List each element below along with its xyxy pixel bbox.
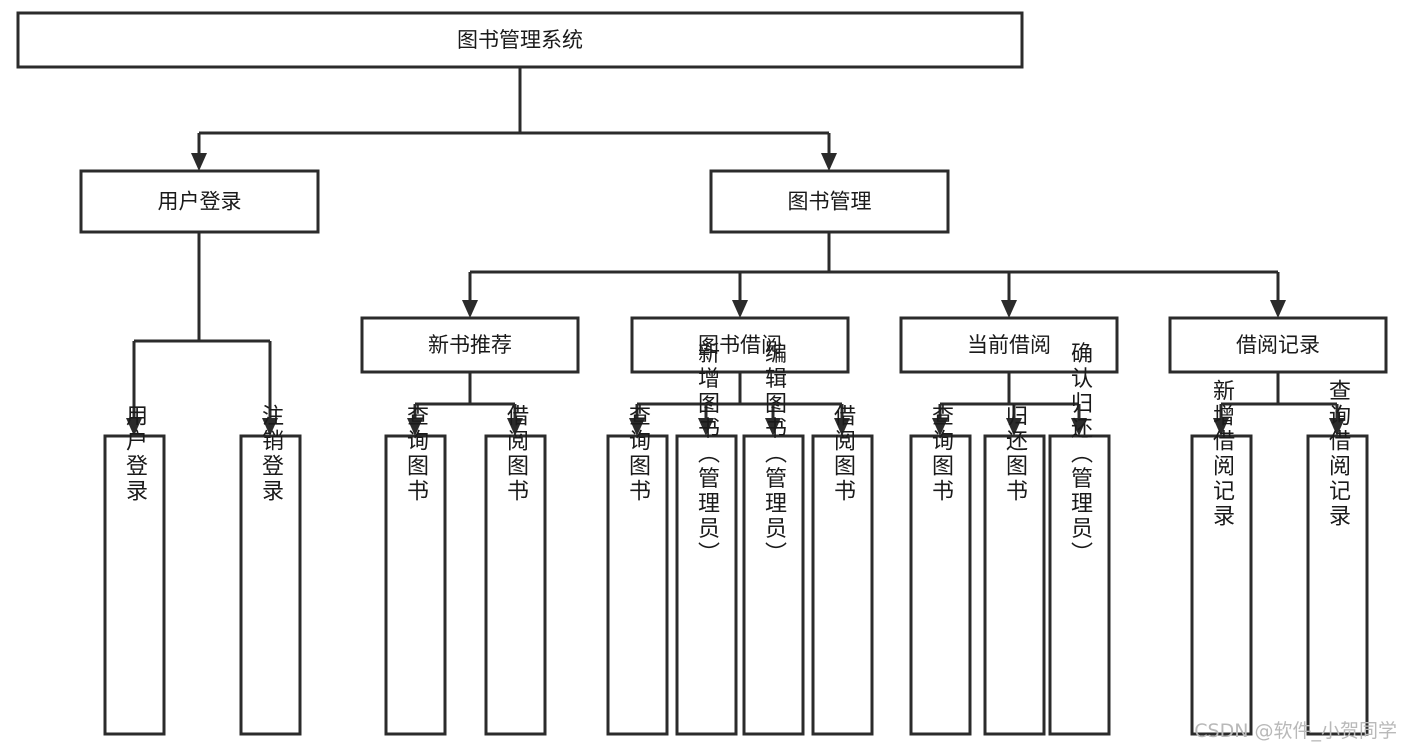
node-box [484,434,547,736]
node-box [675,434,738,736]
node-label: 新增图书（管理员） [694,342,720,567]
node-label: 归还图书 [1002,404,1028,504]
node-leaf-新增借阅记录[interactable]: 新增借阅记录 [1190,379,1253,736]
node-box [709,169,950,234]
node-leaf-借阅图书[interactable]: 借阅图书 [484,404,547,736]
node-box [1048,434,1111,736]
arrow-head-icon [1071,418,1087,436]
node-label: 借阅图书 [503,404,529,504]
arrow-head-icon [191,153,207,171]
arrow-head-icon [732,300,748,318]
arrow-head-icon [262,418,278,436]
node-layer: 图书管理系统用户登录图书管理新书推荐图书借阅当前借阅借阅记录用户登录注销登录查询… [16,11,1388,736]
node-box [899,316,1119,374]
node-level3-新书推荐[interactable]: 新书推荐 [360,316,580,374]
node-box [811,434,874,736]
node-box [742,434,805,736]
node-label: 新书推荐 [428,333,512,357]
node-level3-借阅记录[interactable]: 借阅记录 [1168,316,1388,374]
node-leaf-归还图书[interactable]: 归还图书 [983,404,1046,736]
arrow-head-icon [126,418,142,436]
node-label: 借阅图书 [830,404,856,504]
arrow-head-icon [821,153,837,171]
node-leaf-查询图书[interactable]: 查询图书 [384,404,447,736]
arrow-head-icon [407,418,423,436]
node-label: 用户登录 [158,190,242,214]
node-label: 借阅记录 [1236,333,1320,357]
node-level3-图书借阅[interactable]: 图书借阅 [630,316,850,374]
node-leaf-借阅图书[interactable]: 借阅图书 [811,404,874,736]
node-box [239,434,302,736]
arrow-head-icon [507,418,523,436]
arrow-head-icon [1213,418,1229,436]
node-level2-图书管理[interactable]: 图书管理 [709,169,950,234]
arrow-head-icon [834,418,850,436]
node-leaf-新增图书管理员[interactable]: 新增图书（管理员） [675,342,738,736]
node-leaf-查询图书[interactable]: 查询图书 [909,404,972,736]
node-box [983,434,1046,736]
arrow-head-icon [698,418,714,436]
node-leaf-编辑图书管理员[interactable]: 编辑图书（管理员） [742,342,805,736]
node-box [360,316,580,374]
node-label: 查询图书 [403,404,429,504]
node-level3-当前借阅[interactable]: 当前借阅 [899,316,1119,374]
node-box [1168,316,1388,374]
node-root-图书管理系统[interactable]: 图书管理系统 [16,11,1024,69]
arrow-head-icon [1006,418,1022,436]
connector-group-2-to-leaves [629,372,850,436]
node-box [606,434,669,736]
node-leaf-查询图书[interactable]: 查询图书 [606,404,669,736]
connector-layer [126,67,1345,436]
node-level2-用户登录[interactable]: 用户登录 [79,169,320,234]
node-label: 当前借阅 [967,333,1051,357]
node-label: 新增借阅记录 [1209,379,1235,529]
node-label: 编辑图书（管理员） [761,342,787,567]
connector-bookmgmt-to-level3 [462,232,1286,318]
node-box [1306,434,1369,736]
node-label: 查询图书 [625,404,651,504]
node-box [79,169,320,234]
node-label: 图书借阅 [698,333,782,357]
node-box [384,434,447,736]
node-label: 查询图书 [928,404,954,504]
connector-root-to-level2 [191,67,837,171]
node-label: 注销登录 [258,404,284,504]
node-label: 查询借阅记录 [1325,379,1351,529]
connector-login-to-leaves [126,232,278,436]
node-leaf-用户登录[interactable]: 用户登录 [103,404,166,736]
arrow-head-icon [765,418,781,436]
node-label: 图书管理系统 [457,28,583,52]
connector-group-4-to-leaves [1213,372,1345,436]
arrow-head-icon [1329,418,1345,436]
node-leaf-注销登录[interactable]: 注销登录 [239,404,302,736]
arrow-head-icon [629,418,645,436]
node-box [909,434,972,736]
node-leaf-确认归还管理员[interactable]: 确认归还（管理员） [1048,342,1111,736]
arrow-head-icon [462,300,478,318]
arrow-head-icon [1001,300,1017,318]
node-box [16,11,1024,69]
node-leaf-查询借阅记录[interactable]: 查询借阅记录 [1306,379,1369,736]
arrow-head-icon [932,418,948,436]
csdn-watermark: CSDN @软件_小贺同学 [1194,720,1397,742]
node-label: 确认归还（管理员） [1067,342,1093,567]
node-label: 用户登录 [122,404,148,504]
arrow-head-icon [1270,300,1286,318]
node-box [103,434,166,736]
node-box [630,316,850,374]
node-label: 图书管理 [788,190,872,214]
node-box [1190,434,1253,736]
connector-group-3-to-leaves [932,372,1087,436]
connector-group-1-to-leaves [407,372,523,436]
